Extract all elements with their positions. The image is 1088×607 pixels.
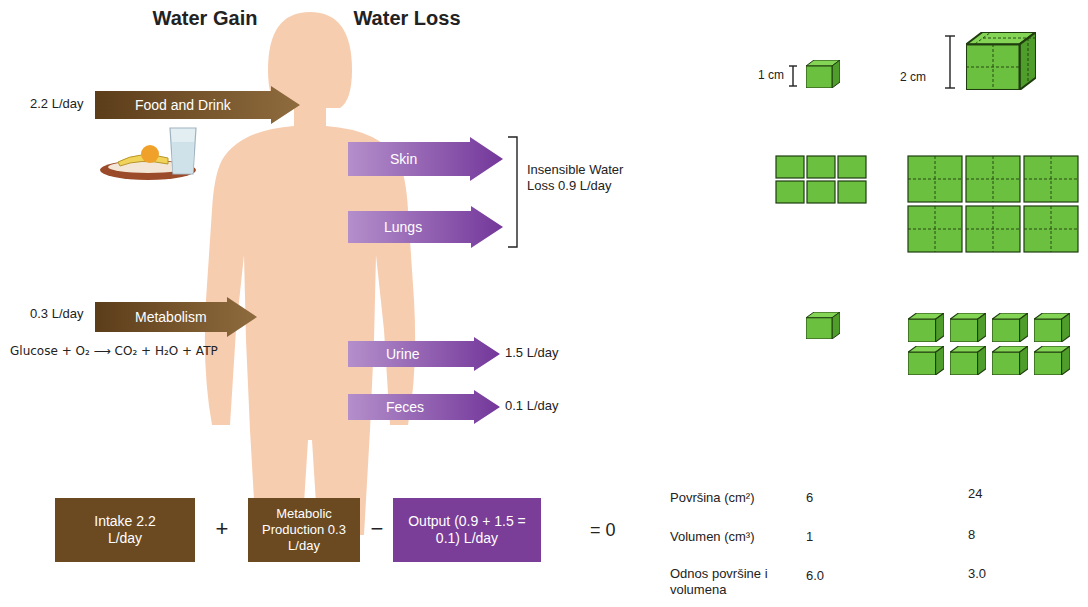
cube-grid <box>908 313 1070 375</box>
equation-box: Output (0.9 + 1.5 = 0.1) L/day <box>393 498 541 562</box>
flow-arrow: Lungs <box>348 206 503 248</box>
arrow-shape <box>348 137 503 181</box>
arrow-label: Feces <box>386 399 500 415</box>
cube <box>806 60 840 88</box>
annotation: = 0 <box>590 520 616 542</box>
face-square <box>776 156 804 178</box>
face-square <box>966 206 1020 252</box>
face-square <box>908 156 962 202</box>
table-cell: 6 <box>806 490 813 506</box>
annotation: 0.1 L/day <box>505 398 559 414</box>
face-square <box>1024 206 1078 252</box>
box-label: Metabolic Production 0.3 L/day <box>258 506 350 555</box>
face-square <box>908 206 962 252</box>
cube <box>992 346 1028 375</box>
arrow-body <box>348 337 500 371</box>
cube <box>1034 346 1070 375</box>
face-division <box>1024 229 1078 230</box>
flow-arrow: Skin <box>348 137 503 181</box>
arrow-body <box>95 86 300 124</box>
face-division <box>966 179 1020 180</box>
box-fill <box>248 498 360 562</box>
arrow-label: Skin <box>390 151 503 167</box>
face-square <box>966 156 1020 202</box>
box-fill <box>393 498 541 562</box>
flow-arrow: Urine <box>348 337 500 371</box>
cube <box>1034 313 1070 342</box>
arrow-shape <box>348 206 503 248</box>
flow-arrow: Feces <box>348 390 500 424</box>
equation-box: Metabolic Production 0.3 L/day <box>248 498 360 562</box>
table-cell: Površina (cm²) <box>670 490 755 506</box>
scale-bar <box>789 36 955 88</box>
arrow-body <box>348 137 503 181</box>
cube <box>806 312 840 339</box>
table-cell: 1 <box>806 529 813 545</box>
face-square <box>807 156 835 178</box>
body-silhouette <box>205 12 415 535</box>
annotation: 0.3 L/day <box>30 306 84 322</box>
bracket <box>508 137 517 247</box>
cube <box>950 346 986 375</box>
annotation: − <box>371 516 384 542</box>
face-square <box>838 181 866 203</box>
table-cell: 24 <box>968 486 982 502</box>
equation-box: Intake 2.2 L/day <box>55 498 195 562</box>
cube-division <box>966 32 1036 90</box>
table-cell: 6.0 <box>806 568 824 584</box>
face-division <box>966 229 1020 230</box>
table-cell: 8 <box>968 527 975 543</box>
food-icon <box>100 128 196 180</box>
cube <box>950 313 986 342</box>
face-square <box>807 181 835 203</box>
arrow-label: Food and Drink <box>135 97 300 113</box>
annotation: 1.5 L/day <box>505 345 559 361</box>
annotation: 2 cm <box>900 70 926 84</box>
box-fill <box>55 498 195 562</box>
face-division <box>908 229 962 230</box>
arrow-label: Urine <box>386 346 500 362</box>
annotation: + <box>216 516 229 542</box>
arrow-shape <box>348 337 500 371</box>
box-label: Output (0.9 + 1.5 = 0.1) L/day <box>403 513 531 548</box>
flow-arrow: Metabolism <box>95 297 257 337</box>
face-square <box>776 181 804 203</box>
cube <box>908 313 944 342</box>
cube <box>992 313 1028 342</box>
cube <box>966 32 1036 90</box>
face-division <box>908 179 962 180</box>
cube <box>908 346 944 375</box>
annotation: Glucose + O₂ ⟶ CO₂ + H₂O + ATP <box>10 344 218 358</box>
column-heading: Water Loss <box>353 6 460 30</box>
face-division <box>1024 179 1078 180</box>
box-label: Intake 2.2 L/day <box>85 513 165 548</box>
arrow-label: Lungs <box>384 219 503 235</box>
arrow-body <box>95 297 257 337</box>
annotation: 1 cm <box>758 68 784 82</box>
face-square <box>1024 156 1078 202</box>
arrow-body <box>348 206 503 248</box>
face-square <box>838 156 866 178</box>
column-heading: Water Gain <box>153 6 258 30</box>
arrow-body <box>348 390 500 424</box>
table-cell: Volumen (cm³) <box>670 529 755 545</box>
annotation: 2.2 L/day <box>30 96 84 112</box>
flow-arrow: Food and Drink <box>95 86 300 124</box>
table-cell: 3.0 <box>968 566 986 582</box>
table-cell: Odnos površine i volumena <box>670 566 782 597</box>
arrow-label: Metabolism <box>135 309 257 325</box>
face-grid <box>776 156 1078 252</box>
annotation: Insensible Water Loss 0.9 L/day <box>527 162 627 193</box>
